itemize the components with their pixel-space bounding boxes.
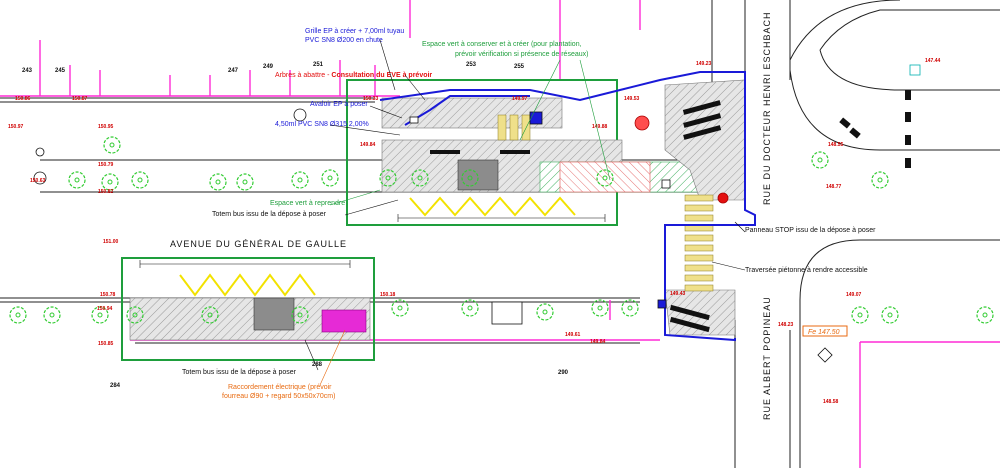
level-label: 147.44 [925, 58, 941, 64]
note-totem-bottom: Totem bus issu de la dépose à poser [182, 369, 297, 376]
symbols [33, 64, 921, 363]
parcel-label: 253 [466, 62, 477, 68]
parcel-label: 290 [558, 370, 569, 376]
level-label: 149.97 [512, 96, 528, 102]
level-label: 149.43 [670, 291, 686, 297]
bus-zigzag [179, 196, 576, 297]
level-label: 149.61 [565, 332, 581, 338]
note-raccordement-2: fourreau Ø90 + regard 50x50x70cm) [222, 393, 335, 400]
note-espace-vert-2: prévoir vérification si présence de rése… [455, 51, 588, 58]
parcel-label: 284 [110, 383, 121, 389]
level-label: 150.82 [98, 189, 114, 195]
note-panneau-stop: Panneau STOP issu de la dépose à poser [745, 227, 876, 234]
level-label: 150.86 [15, 96, 31, 102]
parcel-label: 249 [263, 64, 274, 70]
hatched-areas [129, 79, 746, 341]
level-label: 150.79 [98, 162, 114, 168]
note-traversee: Traversée piétonne à rendre accessible [745, 267, 868, 274]
level-label: 150.78 [100, 292, 116, 298]
level-label: 149.53 [624, 96, 640, 102]
level-label: 149.84 [590, 339, 606, 345]
note-espace-vert: Espace vert à conserver et à créer (pour… [422, 41, 582, 48]
level-label: 150.63 [30, 178, 46, 184]
street-rue-albert: RUE ALBERT POPINEAU [762, 296, 772, 420]
level-label: 149.84 [360, 142, 376, 148]
level-label: 150.87 [72, 96, 88, 102]
level-label: 148.58 [823, 399, 839, 405]
fe-level: Fe 147.50 [808, 329, 840, 336]
level-label: 148.55 [828, 142, 844, 148]
parcel-label: 288 [312, 362, 323, 368]
level-label: 150.33 [363, 96, 379, 102]
level-label: 150.85 [98, 341, 114, 347]
note-espace-vert-reprendre: Espace vert à reprendre [270, 200, 345, 207]
level-label: 148.23 [778, 322, 794, 328]
level-label: 149.23 [696, 61, 712, 67]
note-totem-top: Totem bus issu de la dépose à poser [212, 211, 327, 218]
note-arbres: Arbres à abattre - Consultation du EVE à… [275, 72, 432, 79]
level-label: 151.00 [103, 239, 119, 245]
leader-lines [304, 39, 746, 371]
street-rue-docteur: RUE DU DOCTEUR HENRI ESCHBACH [762, 11, 772, 205]
note-raccordement: Raccordement électrique (prévoir [228, 384, 332, 391]
project-outline [379, 71, 756, 342]
fe-level-box [802, 325, 848, 337]
level-label: 149.07 [846, 292, 862, 298]
leader-lines-green [329, 59, 611, 206]
dimension-lines [139, 214, 606, 268]
level-label: 150.18 [380, 292, 396, 298]
road-markings [430, 90, 911, 333]
zone-bottom [121, 257, 375, 361]
note-pvc: 4,50ml PVC SN8 Ø315 2,00% [275, 121, 369, 128]
parcel-label: 243 [22, 68, 33, 74]
level-label: 150.94 [97, 306, 113, 312]
parcel-label: 245 [55, 68, 66, 74]
level-label: 148.77 [826, 184, 842, 190]
note-grille-ep: Grille EP à créer + 7,00ml tuyau [305, 28, 404, 35]
note-avaloir: Avaloir EP à poser [310, 101, 368, 108]
parcel-label: 255 [514, 64, 525, 70]
leader-line-orange [319, 329, 346, 386]
level-label: 149.88 [592, 124, 608, 130]
level-label: 150.95 [98, 124, 114, 130]
level-label: 150.97 [8, 124, 24, 130]
street-avenue: AVENUE DU GÉNÉRAL DE GAULLE [170, 239, 347, 249]
parcel-label: 251 [313, 62, 324, 68]
note-grille-ep-2: PVC SN8 Ø200 en chute [305, 37, 383, 44]
parcel-label: 247 [228, 68, 239, 74]
